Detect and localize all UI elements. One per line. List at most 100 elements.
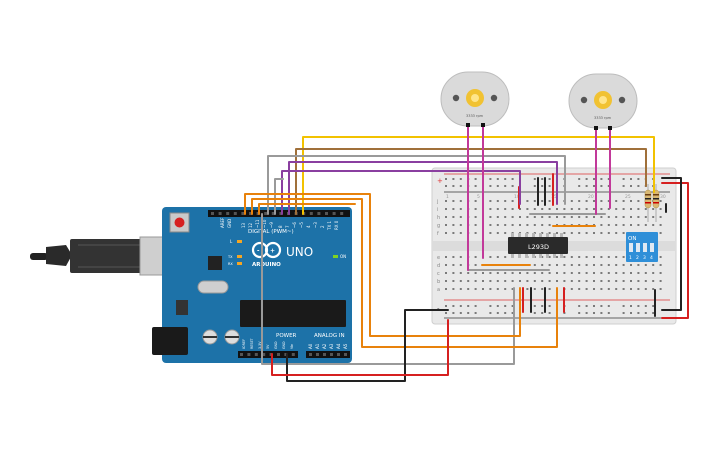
hole <box>474 178 477 180</box>
hole <box>459 305 462 307</box>
hole <box>459 256 462 258</box>
hole <box>585 272 588 274</box>
hole <box>519 216 521 218</box>
hole <box>496 256 499 258</box>
hole <box>615 200 618 202</box>
hole <box>489 305 492 307</box>
hole <box>593 256 595 258</box>
analog-pin-label: A1 <box>315 343 320 349</box>
motor-caption: 3333 rpm <box>594 116 612 120</box>
hole <box>445 185 447 187</box>
hole <box>615 208 618 210</box>
tx-led-label: TX <box>227 255 233 259</box>
hole <box>600 288 603 290</box>
hole <box>585 312 588 314</box>
hole <box>652 288 655 290</box>
hole <box>496 312 499 314</box>
hole <box>309 212 313 215</box>
usb-chip <box>208 256 222 270</box>
dip-toggle-2[interactable] <box>636 243 640 252</box>
infinity-logo-right <box>264 241 282 259</box>
hole <box>496 272 499 274</box>
hole <box>504 232 507 234</box>
hole <box>556 264 558 266</box>
hole <box>652 312 655 314</box>
hole <box>511 178 514 180</box>
row-letter: j <box>436 199 438 205</box>
hole <box>459 216 462 218</box>
hole <box>548 216 551 218</box>
hole <box>659 272 662 274</box>
hole <box>585 232 588 234</box>
hole <box>630 272 632 274</box>
l-led <box>237 240 242 243</box>
hole <box>533 200 536 202</box>
hole <box>622 178 625 180</box>
hole <box>541 264 544 266</box>
hole <box>600 232 603 234</box>
dip-toggle-3[interactable] <box>643 243 647 252</box>
hole <box>593 216 595 218</box>
dip-switch[interactable]: ON 1 2 3 4 <box>626 232 658 262</box>
hole <box>452 232 455 234</box>
dip-position-label: 4 <box>650 255 653 261</box>
hole <box>459 200 462 202</box>
dip-toggle-1[interactable] <box>629 243 633 252</box>
hole <box>630 312 632 314</box>
hole <box>467 305 470 307</box>
hole <box>607 185 610 187</box>
hole <box>659 264 662 266</box>
hole <box>548 280 551 282</box>
hole <box>600 200 603 202</box>
hole <box>593 178 595 180</box>
hole <box>467 280 470 282</box>
hole <box>570 272 573 274</box>
hole <box>291 353 295 356</box>
hole <box>489 216 492 218</box>
hole <box>533 305 536 307</box>
hole <box>452 208 455 210</box>
wire-gray-1 <box>267 155 566 215</box>
hole <box>630 224 632 226</box>
row-letter: g <box>437 223 440 229</box>
hole <box>615 272 618 274</box>
hole <box>445 288 447 290</box>
hole <box>332 212 336 215</box>
hole <box>570 264 573 266</box>
hole <box>511 216 514 218</box>
hole <box>630 208 632 210</box>
barrel-jack <box>152 327 188 355</box>
hole <box>593 232 595 234</box>
hole <box>585 305 588 307</box>
hole <box>489 232 492 234</box>
hole <box>548 256 551 258</box>
dc-motor-2: 3333 rpm <box>568 73 638 129</box>
wire-red <box>271 319 449 376</box>
hole <box>615 232 618 234</box>
hole <box>533 224 536 226</box>
dip-toggle-4[interactable] <box>650 243 654 252</box>
rail-plus-label: + <box>437 177 443 185</box>
hole <box>556 256 558 258</box>
hole <box>600 256 603 258</box>
digital-pin-label: TX 1 <box>327 221 332 231</box>
hole <box>644 272 647 274</box>
hole <box>511 288 514 290</box>
hole <box>607 264 610 266</box>
digital-header <box>208 210 350 217</box>
hole <box>211 212 214 215</box>
hole <box>644 288 647 290</box>
hole <box>511 208 514 210</box>
hole <box>652 280 655 282</box>
hole <box>644 264 647 266</box>
hole <box>622 288 625 290</box>
hole <box>541 200 544 202</box>
motor-terminals <box>466 123 612 130</box>
hole <box>541 288 544 290</box>
hole <box>630 288 632 290</box>
column-number: 1 <box>446 194 449 200</box>
digital-pin-label: ~10 <box>262 219 267 228</box>
hole <box>459 185 462 187</box>
hole <box>541 256 544 258</box>
hole <box>563 216 566 218</box>
